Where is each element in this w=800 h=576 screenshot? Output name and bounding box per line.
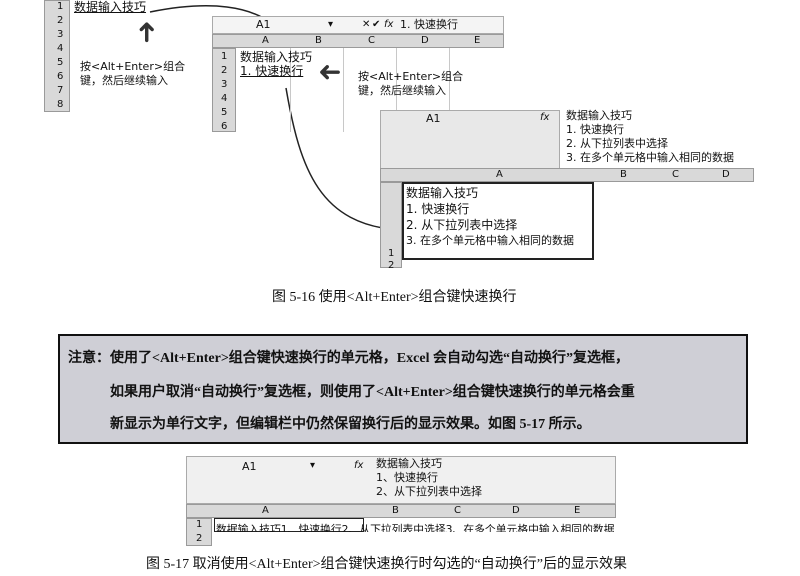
col-d: D <box>722 169 730 180</box>
row-number-6: 6 <box>57 71 64 82</box>
name-box[interactable]: A1 <box>242 460 257 473</box>
col-a: A <box>262 35 269 46</box>
cell-a1-line-2[interactable]: 1. 快速换行 <box>240 64 304 78</box>
row-number-4: 4 <box>221 93 228 104</box>
formula-line-2[interactable]: 1、快速换行 <box>376 471 438 484</box>
figure-5-17: A1 ▾ fx 数据输入技巧 1、快速换行 2、从下拉列表中选择 A B C D… <box>186 456 616 546</box>
name-box[interactable]: A1 <box>426 112 441 125</box>
cell-a1-line-1[interactable]: 数据输入技巧 <box>240 50 313 64</box>
formula-line-3[interactable]: 2、从下拉列表中选择 <box>376 485 482 498</box>
column-header-row <box>380 168 754 182</box>
fx-icon[interactable]: fx <box>540 112 550 123</box>
col-c: C <box>368 35 375 46</box>
cancel-x-icon[interactable]: ✕ <box>362 19 371 30</box>
column-header-row <box>212 34 504 48</box>
check-icon[interactable]: ✔ <box>372 19 381 30</box>
formula-line-4[interactable]: 3. 在多个单元格中输入相同的数据 <box>566 151 734 164</box>
row-number-5: 5 <box>221 107 228 118</box>
note-line-3: 新显示为单行文字，但编辑栏中仍然保留换行后的显示效果。如图 5-17 所示。 <box>110 417 591 432</box>
left-callout: 按<Alt+Enter>组合 键，然后继续输入 <box>80 60 186 87</box>
row-header-column <box>186 518 212 546</box>
row-number-1: 1 <box>57 1 64 12</box>
fx-icon[interactable]: fx <box>354 460 364 471</box>
formula-line-3[interactable]: 2. 从下拉列表中选择 <box>566 137 668 150</box>
arrow-icon: ➜ <box>318 55 342 88</box>
row-number-1: 1 <box>196 519 203 530</box>
note-box: 注意：使用了<Alt+Enter>组合键快速换行的单元格，Excel 会自动勾选… <box>58 334 748 444</box>
row-number-2: 2 <box>196 533 203 544</box>
formula-value[interactable]: 1. 快速换行 <box>400 18 458 31</box>
formula-line-1[interactable]: 数据输入技巧 <box>566 109 632 122</box>
cell-a1-selection[interactable] <box>214 518 364 532</box>
row-header-column <box>212 48 236 132</box>
note-line-1: 注意：使用了<Alt+Enter>组合键快速换行的单元格，Excel 会自动勾选… <box>68 351 629 366</box>
col-c: C <box>454 505 461 516</box>
middle-sheet: A1 ▾ ✕ ✔ fx 1. 快速换行 A B C D E 1 2 3 4 5 … <box>212 16 504 132</box>
formula-line-2[interactable]: 1. 快速换行 <box>566 123 624 136</box>
row-number-7: 7 <box>57 85 64 96</box>
row-number-1: 1 <box>221 51 228 62</box>
row-number-5: 5 <box>57 57 64 68</box>
formula-bar <box>380 110 560 172</box>
name-box[interactable]: A1 <box>256 18 271 31</box>
col-a: A <box>262 505 269 516</box>
cell-a1-text: 数据输入技巧1、快速换行2、从下拉列表中选择3、在多个单元格中输入相同的数据 <box>216 523 614 532</box>
column-header-row <box>186 504 616 518</box>
fx-icon[interactable]: fx <box>384 19 394 30</box>
formula-bar <box>212 16 504 34</box>
col-d: D <box>421 35 429 46</box>
cell-a1-overflow: 数据输入技巧1、快速换行2、从下拉列表中选择3、在多个单元格中输入相同的数据 <box>216 518 614 532</box>
cell-a1-line-4: 3. 在多个单元格中输入相同的数据 <box>406 234 574 247</box>
col-b: B <box>392 505 399 516</box>
col-c: C <box>672 169 679 180</box>
figure-caption: 图 5-16 使用<Alt+Enter>组合键快速换行 <box>272 290 517 305</box>
col-a: A <box>496 169 503 180</box>
right-sheet: A1 fx 数据输入技巧 1. 快速换行 2. 从下拉列表中选择 3. 在多个单… <box>380 109 754 271</box>
col-e: E <box>474 35 481 46</box>
row-header-column <box>380 182 402 268</box>
col-e: E <box>574 505 581 516</box>
row-number-2: 2 <box>221 65 228 76</box>
formula-line-1[interactable]: 数据输入技巧 <box>376 457 442 470</box>
figure-caption-5-17: 图 5-17 取消使用<Alt+Enter>组合键快速换行时勾选的“自动换行”后… <box>146 557 627 572</box>
cell-a1-line-2: 1. 快速换行 <box>406 202 470 216</box>
row-number-8: 8 <box>57 99 64 110</box>
cell-a1[interactable] <box>402 182 594 260</box>
formula-bar <box>186 456 616 504</box>
dropdown-icon[interactable]: ▾ <box>310 460 316 471</box>
left-sheet: 1 2 3 4 5 6 7 8 数据输入技巧 <box>44 0 154 112</box>
row-number-2: 2 <box>388 260 395 271</box>
note-line-2: 如果用户取消“自动换行”复选框，则使用了<Alt+Enter>组合键快速换行的单… <box>110 385 635 400</box>
cell-a1[interactable]: 数据输入技巧 <box>74 0 147 14</box>
row-number-3: 3 <box>57 29 64 40</box>
row-header-column <box>44 0 70 112</box>
cell-a1-line-3: 2. 从下拉列表中选择 <box>406 218 518 232</box>
row-number-6: 6 <box>221 121 228 132</box>
dropdown-icon[interactable]: ▾ <box>328 19 334 30</box>
row-number-4: 4 <box>57 43 64 54</box>
row-number-3: 3 <box>221 79 228 90</box>
col-d: D <box>512 505 520 516</box>
cell-a1-line-1: 数据输入技巧 <box>406 186 479 200</box>
row-number-1: 1 <box>388 248 395 259</box>
col-b: B <box>620 169 627 180</box>
middle-callout: 按<Alt+Enter>组合 键，然后继续输入 <box>358 70 464 97</box>
row-number-2: 2 <box>57 15 64 26</box>
col-b: B <box>315 35 322 46</box>
